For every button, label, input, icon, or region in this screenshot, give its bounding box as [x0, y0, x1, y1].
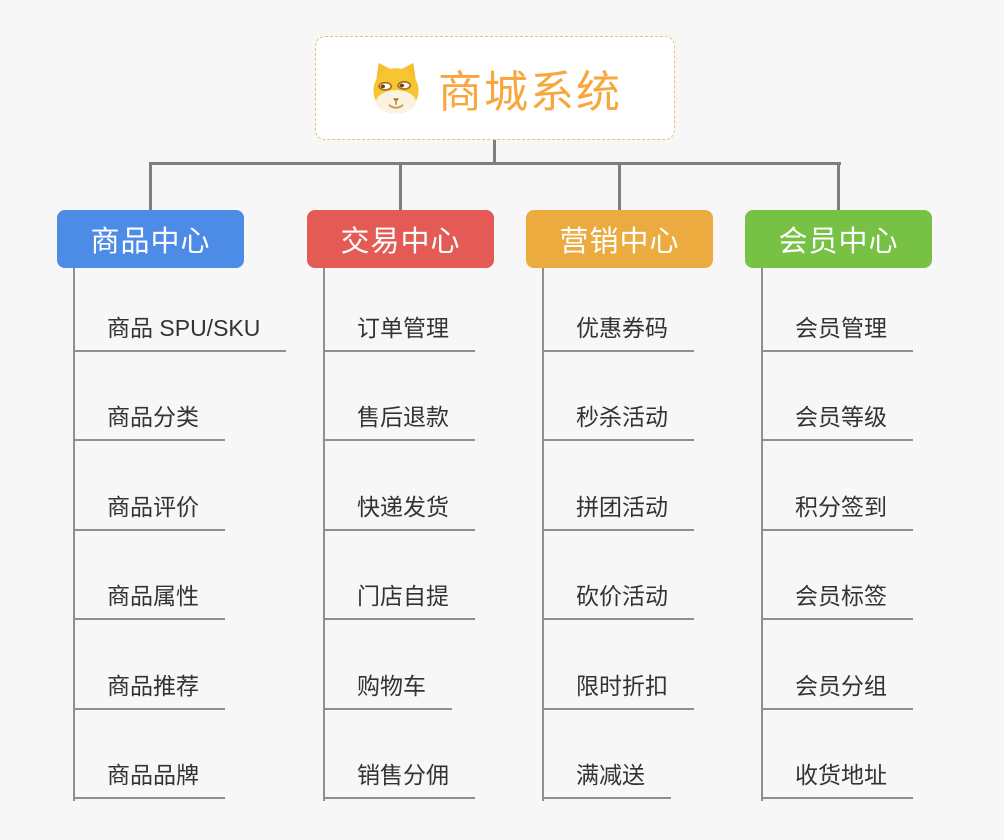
- leaf-item[interactable]: 商品分类: [73, 401, 225, 441]
- branch-column-1: 订单管理售后退款快递发货门店自提购物车销售分佣: [323, 268, 475, 801]
- branch-label: 交易中心: [340, 226, 461, 258]
- leaf-item-label: 会员标签: [795, 583, 887, 609]
- branch-column-2: 优惠券码秒杀活动拼团活动砍价活动限时折扣满减送: [542, 268, 694, 801]
- root-label: 商城系统: [438, 68, 622, 117]
- connector-drop-0: [149, 164, 152, 210]
- leaf-item-label: 门店自提: [357, 583, 449, 609]
- leaf-item[interactable]: 优惠券码: [542, 312, 694, 352]
- leaf-item[interactable]: 购物车: [323, 670, 452, 710]
- leaf-item-label: 快递发货: [357, 494, 449, 520]
- leaf-item-label: 收货地址: [795, 762, 887, 788]
- leaf-item[interactable]: 会员等级: [761, 401, 913, 441]
- leaf-item-label: 商品 SPU/SKU: [107, 315, 261, 341]
- connector-drop-1: [399, 164, 402, 210]
- leaf-item-label: 会员分组: [795, 673, 887, 699]
- branch-label: 会员中心: [778, 226, 899, 258]
- leaf-item[interactable]: 收货地址: [761, 759, 913, 799]
- leaf-item[interactable]: 售后退款: [323, 401, 475, 441]
- leaf-item[interactable]: 快递发货: [323, 491, 475, 531]
- leaf-item[interactable]: 商品 SPU/SKU: [73, 312, 287, 352]
- leaf-item[interactable]: 商品推荐: [73, 670, 225, 710]
- leaf-item-label: 限时折扣: [576, 673, 668, 699]
- leaf-item[interactable]: 限时折扣: [542, 670, 694, 710]
- leaf-item-label: 商品推荐: [107, 673, 199, 699]
- leaf-item-label: 商品品牌: [107, 762, 199, 788]
- branch-column-0: 商品 SPU/SKU 商品分类商品评价商品属性商品推荐商品品牌: [73, 268, 287, 801]
- branch-column-3: 会员管理会员等级积分签到会员标签会员分组收货地址: [761, 268, 913, 801]
- branch-node-1[interactable]: 交易中心: [307, 210, 494, 268]
- leaf-item[interactable]: 商品品牌: [73, 759, 225, 799]
- leaf-item-label: 会员管理: [795, 315, 887, 341]
- branch-label: 营销中心: [559, 226, 680, 258]
- connector-drop-3: [837, 164, 840, 210]
- leaf-item-label: 拼团活动: [576, 494, 668, 520]
- leaf-item[interactable]: 商品评价: [73, 491, 225, 531]
- leaf-item-label: 销售分佣: [357, 762, 449, 788]
- leaf-item[interactable]: 会员分组: [761, 670, 913, 710]
- branch-node-3[interactable]: 会员中心: [745, 210, 932, 268]
- leaf-item[interactable]: 会员管理: [761, 312, 913, 352]
- leaf-item[interactable]: 砍价活动: [542, 580, 694, 620]
- leaf-item-label: 售后退款: [357, 404, 449, 430]
- connector-root-riser: [493, 140, 496, 163]
- leaf-item-label: 秒杀活动: [576, 404, 668, 430]
- leaf-item[interactable]: 销售分佣: [323, 759, 475, 799]
- leaf-item-label: 砍价活动: [576, 583, 668, 609]
- doge-face-icon: [368, 62, 424, 114]
- leaf-item-label: 满减送: [576, 762, 645, 788]
- leaf-item-label: 优惠券码: [576, 315, 668, 341]
- leaf-item[interactable]: 订单管理: [323, 312, 475, 352]
- leaf-item-label: 积分签到: [795, 494, 887, 520]
- branch-node-0[interactable]: 商品中心: [57, 210, 244, 268]
- leaf-item-label: 商品评价: [107, 494, 199, 520]
- leaf-item[interactable]: 秒杀活动: [542, 401, 694, 441]
- leaf-item-label: 购物车: [357, 673, 426, 699]
- connector-bus: [149, 162, 841, 165]
- branch-node-2[interactable]: 营销中心: [526, 210, 713, 268]
- leaf-item-label: 商品属性: [107, 583, 199, 609]
- leaf-item[interactable]: 满减送: [542, 759, 671, 799]
- leaf-item[interactable]: 拼团活动: [542, 491, 694, 531]
- leaf-item-label: 商品分类: [107, 404, 199, 430]
- branch-label: 商品中心: [90, 226, 211, 258]
- connector-drop-2: [618, 164, 621, 210]
- leaf-item[interactable]: 积分签到: [761, 491, 913, 531]
- root-node[interactable]: 商城系统: [315, 36, 675, 140]
- leaf-item-label: 会员等级: [795, 404, 887, 430]
- leaf-item[interactable]: 门店自提: [323, 580, 475, 620]
- leaf-item-label: 订单管理: [357, 315, 449, 341]
- leaf-item[interactable]: 会员标签: [761, 580, 913, 620]
- leaf-item[interactable]: 商品属性: [73, 580, 225, 620]
